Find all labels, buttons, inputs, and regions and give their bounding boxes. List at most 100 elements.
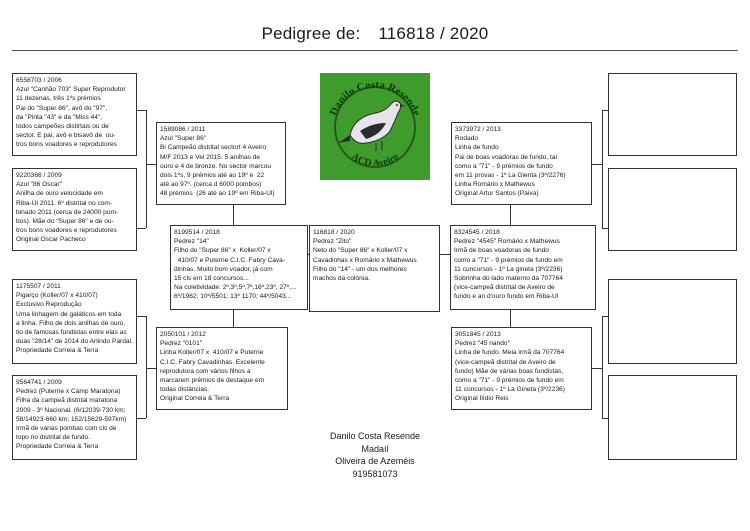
pedigree-note-line: da "Pinta "43" e da "Miss 44", <box>16 113 103 121</box>
pedigree-note-line: Linha de fundo. Meia irmã da 707764 <box>455 349 565 357</box>
pedigree-note-line: como a "71" - 9 prémios de fundo em <box>455 377 564 385</box>
logo-text-bottom: ACD Aveiro <box>349 151 400 169</box>
pedigree-note-line: a linha. Filho de dois anilhas de ouro, <box>16 319 126 327</box>
connector-ssd <box>137 228 146 229</box>
pedigree-note-line: marcarem prémios de destaque em <box>160 377 265 385</box>
pedigree-note-line: Linha Koller/07 x 410/07 e Puterrie <box>160 349 264 357</box>
pedigree-note-line: dinhas. Muito bom voador, já com <box>174 265 273 273</box>
connector-sd-left <box>146 368 156 369</box>
pedigree-note-line: 48 prémios (26 até ao 19º em Riba-Ul) <box>160 190 275 198</box>
connector-sire-sd <box>233 310 234 327</box>
bird-name: Pedrez "14" <box>174 238 209 246</box>
connector-dd-right-v <box>602 316 603 418</box>
pedigree-note-line: em 11 provas - 1º La Gienta (3º/2276) <box>455 172 566 180</box>
pedigree-note-line: Uma linhagem de galáticos em toda <box>16 310 122 318</box>
pedigree-note-line: 15 cls em 18 concursos... <box>174 275 249 283</box>
pedigree-note-line: duas "28/14" de 2014 do Arlindo Pardal. <box>16 338 133 346</box>
connector-ss-left-v <box>146 110 147 228</box>
box-dam-sire-sire <box>608 73 737 156</box>
bird-name: Azul "Super 86" <box>160 135 207 143</box>
pedigree-note-line: Irmã de várias pombas com cls de <box>16 425 117 433</box>
pedigree-note-line: bos). Mãe do "Super 86" e de ou- <box>16 218 114 226</box>
connector-subject-dam <box>440 254 452 255</box>
ring-number: 9220366 / 2009 <box>16 172 62 179</box>
pedigree-note-line: (vice-campeã distrital de Aveiro de <box>454 284 555 292</box>
pedigree-note-line: como a "71" - 9 prémios de fundo <box>455 162 553 170</box>
pedigree-note-line: Neto do "Super 86" x Koller/07 x <box>313 247 408 255</box>
pedigree-note-line: todas distâncias. <box>160 386 210 394</box>
connector-dsd <box>602 228 608 229</box>
page-title: Pedigree de: 116818 / 2020 <box>0 24 750 44</box>
connector-ddd <box>602 418 608 419</box>
connector-sire-ss <box>233 205 234 225</box>
pedigree-note-line: binado 2011 (cerca de 24000 pom- <box>16 208 119 216</box>
pedigree-note-line: Pai do "Super 86", avô do "97", <box>16 104 108 112</box>
bird-name: Azul "86 Oscar" <box>16 181 63 189</box>
bird-name: Pigarço (Koller/07 x 410/07) <box>16 292 98 300</box>
pedigree-note-line: 11 dezenas, três 1ºs prémios <box>16 95 101 103</box>
pedigree-note-line: Anilha de ouro velocidade em <box>16 190 103 198</box>
connector-sss <box>137 110 146 111</box>
connector-ss-left <box>146 164 156 165</box>
pedigree-note-line: Propriedade Correia & Terra <box>16 443 99 451</box>
pedigree-note-line: Filha da campeã distrital maratona <box>16 397 118 405</box>
pedigree-note-line: tros bons voadores e reprodutores <box>16 141 117 149</box>
pedigree-note-line: M/F 2013 e Vel 2015. 5 anilhas de <box>160 153 261 161</box>
ring-number: 1589086 / 2011 <box>160 126 206 133</box>
pedigree-note-line: Linha Romário x Mathewus <box>455 181 535 189</box>
owner-locality: Madaíl <box>361 443 389 454</box>
ring-number: 1175507 / 2011 <box>16 283 61 290</box>
pedigree-note-line: até ao 97º. (cerca d 6000 pombos) <box>160 181 262 189</box>
connector-sdd <box>137 418 146 419</box>
ring-number: 8324545 / 2018 <box>454 229 500 236</box>
logo-ring <box>334 86 416 168</box>
pedigree-note-line: Filho do "14" - um dos melhores <box>313 265 407 273</box>
owner-town: Oliveira de Azeméis <box>335 456 415 466</box>
owner-phone: 919581073 <box>352 468 398 479</box>
connector-sds <box>137 316 146 317</box>
pedigree-note-line: Sobrinha do lado materno da 707764 <box>454 275 563 283</box>
bird-name: Pedrez "Zito" <box>313 238 352 246</box>
pedigree-note-line: tros bons voadores e reprodutores <box>16 227 117 235</box>
ring-number: 3051845 / 2013 <box>455 331 501 338</box>
ring-number: 6558703 / 2006 <box>16 77 62 84</box>
connector-dds <box>602 316 608 317</box>
pedigree-note-line: Propriedade Correia & Terra <box>16 347 99 355</box>
bird-name: Pedrez "0101" <box>160 340 203 348</box>
pedigree-note-line: Na coletividade: 2º,3º,5º,7º,16º,23º, 27… <box>174 284 297 292</box>
pedigree-note-line: Exclusivo Reprodução <box>16 301 82 309</box>
connector-ds-right-v <box>602 110 603 228</box>
pedigree-note-line: dois 1ºs, 9 prémios até ao 19º e 22 <box>160 172 265 180</box>
title-label: Pedigree de: <box>261 24 361 43</box>
ring-number: 3373972 / 2013 <box>455 126 501 133</box>
pedigree-note-line: Original Correia & Terra <box>160 395 230 403</box>
connector-dd-right <box>592 368 602 369</box>
pedigree-note-line: Original Oscar Pacheco <box>16 236 86 244</box>
pedigree-note-line: 2009 - 3º Nacional. (6/12039-730 km; <box>16 406 126 414</box>
ring-number: 8199514 / 2018 <box>174 229 220 236</box>
bird-name: Pedrez (Puterrie x Camp Maratona) <box>16 388 121 396</box>
club-logo-icon: Danilo Costa Resende ACD Aveiro <box>320 73 430 180</box>
pedigree-note-line: 6º/1962; 10º/5501; 13º 1170; 44º/5043... <box>174 293 292 301</box>
pedigree-note-line: tio de famosas fundistas entre elas as <box>16 329 127 337</box>
box-dam-dam-dam <box>608 375 737 460</box>
connector-ds-right <box>592 164 602 165</box>
pedigree-note-line: Filho do "Super 86" x Koller/07 x <box>174 247 271 255</box>
ring-number: 2050101 / 2012 <box>160 331 206 338</box>
owner-name: Danilo Costa Resende <box>329 431 421 441</box>
owner-contact: Danilo Costa Resende Madaíl Oliveira de … <box>300 430 450 480</box>
ring-number: 9564741 / 2009 <box>16 379 62 386</box>
pedigree-note-line: reprodutora com vários filhos a <box>160 367 251 375</box>
bird-name: Rodado <box>455 135 479 143</box>
pedigree-note-line: 11 cuncursos - 1º La Gineta (3º/2236) <box>455 386 565 394</box>
title-number: 116818 / 2020 <box>378 24 489 43</box>
